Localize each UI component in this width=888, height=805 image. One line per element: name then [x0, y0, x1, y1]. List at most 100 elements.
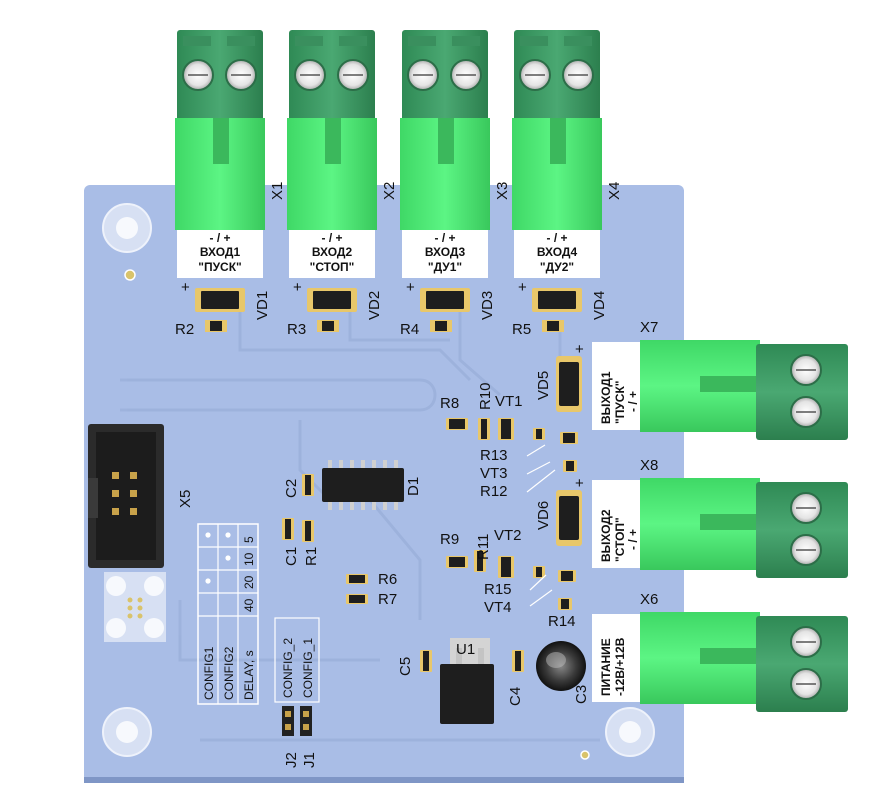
- output-ref: X6: [640, 591, 658, 608]
- screw-icon[interactable]: [790, 534, 822, 566]
- r9-body: [446, 556, 468, 568]
- resistor-ref: R2: [175, 321, 194, 338]
- jumper-config2-label: CONFIG_2: [281, 638, 295, 698]
- vt4-ref: VT4: [484, 599, 512, 616]
- input-polarity: - / +: [209, 231, 230, 245]
- vt2-ref: VT2: [494, 527, 522, 544]
- input-terminal-4[interactable]: - / +ВХОД4"ДУ2"X4: [512, 30, 623, 278]
- r1-ref: R1: [303, 547, 320, 566]
- r11-body: [474, 550, 486, 572]
- vt4-body: [558, 570, 576, 582]
- screw-icon[interactable]: [225, 59, 257, 91]
- input-label-plate: [402, 230, 488, 278]
- mount-hole: [102, 203, 152, 253]
- input-polarity: - / +: [434, 231, 455, 245]
- config-row-1: CONFIG1: [202, 646, 216, 700]
- c5-body: [420, 650, 432, 672]
- mount-hole: [102, 707, 152, 757]
- vt1-body: [498, 418, 514, 440]
- input-mode: "ДУ2": [540, 260, 574, 274]
- c1-ref: C1: [283, 547, 300, 566]
- output-name: ПИТАНИЕ: [599, 638, 613, 696]
- leader-lines: [526, 444, 556, 607]
- screw-icon[interactable]: [790, 668, 822, 700]
- input-name: ВХОД1: [200, 245, 241, 259]
- vt2-body: [498, 556, 514, 578]
- output-name: ВЫХОД1: [599, 371, 613, 424]
- smd-components: [282, 418, 578, 672]
- resistor-ref: R4: [400, 321, 419, 338]
- input-name: ВХОД3: [425, 245, 466, 259]
- resistor-ref: R3: [287, 321, 306, 338]
- screw-icon[interactable]: [450, 59, 482, 91]
- output-terminal-1[interactable]: ВЫХОД1"ПУСК"- / + X7: [592, 319, 848, 440]
- jumper-j2[interactable]: [282, 706, 294, 736]
- screw-icon[interactable]: [562, 59, 594, 91]
- input-mode: "ДУ1": [428, 260, 462, 274]
- r14-body: [558, 598, 572, 610]
- r11-ref: R11: [475, 534, 492, 560]
- input-polarity: - / +: [321, 231, 342, 245]
- screw-icon[interactable]: [519, 59, 551, 91]
- pcb-board-edge: [84, 777, 684, 783]
- diode-plus: +: [181, 279, 190, 296]
- screw-icon[interactable]: [790, 354, 822, 386]
- jumper-j1[interactable]: [300, 706, 312, 736]
- input-polarity: - / +: [546, 231, 567, 245]
- input-ref: X1: [269, 182, 286, 200]
- input-terminal-3[interactable]: - / +ВХОД3"ДУ1"X3: [400, 30, 511, 278]
- d1-ref: D1: [405, 477, 422, 496]
- screw-icon[interactable]: [790, 626, 822, 658]
- vd5-plus: +: [575, 341, 584, 358]
- r12-body: [563, 460, 577, 472]
- vd5-diode: [556, 356, 582, 412]
- c4-body: [512, 650, 524, 672]
- screw-icon[interactable]: [337, 59, 369, 91]
- c5-ref: C5: [397, 657, 414, 676]
- r1-body: [302, 520, 314, 542]
- output-mode: "ПУСК": [613, 381, 627, 424]
- diode-ref: VD4: [591, 291, 608, 320]
- delay-value: 5: [242, 536, 256, 543]
- screw-icon[interactable]: [407, 59, 439, 91]
- r8-body: [446, 418, 468, 430]
- screw-icon[interactable]: [790, 492, 822, 524]
- jumper-config1-label: CONFIG_1: [301, 638, 315, 698]
- input-mode: "СТОП": [310, 260, 355, 274]
- diode-ref: VD1: [254, 291, 271, 320]
- r13-ref: R13: [480, 447, 508, 464]
- r7-body: [346, 594, 368, 604]
- vd6-plus: +: [575, 475, 584, 492]
- vd6-ref: VD6: [535, 501, 552, 530]
- delay-value: 20: [242, 575, 256, 589]
- jumper-label-frame: [274, 617, 320, 703]
- output-polarity: - / +: [626, 391, 640, 412]
- j2-ref: J2: [283, 752, 300, 768]
- diode-plus: +: [518, 279, 527, 296]
- config-row-3: DELAY, s: [242, 650, 256, 700]
- prog-pads: [104, 572, 166, 642]
- screw-icon[interactable]: [790, 396, 822, 428]
- output-terminal-2[interactable]: ВЫХОД2"СТОП"- / +X8: [592, 457, 848, 578]
- input-terminal-1[interactable]: - / +ВХОД1"ПУСК"X1: [175, 30, 286, 278]
- input-terminals: - / +ВХОД1"ПУСК"X1- / +ВХОД2"СТОП"X2- / …: [175, 30, 623, 278]
- d1-chip: [322, 460, 404, 510]
- diode-ref: VD3: [479, 291, 496, 320]
- c4-ref: C4: [507, 687, 524, 706]
- diode-plus: +: [293, 279, 302, 296]
- screw-icon[interactable]: [294, 59, 326, 91]
- input-terminal-2[interactable]: - / +ВХОД2"СТОП"X2: [287, 30, 398, 278]
- x5-header: [88, 424, 164, 568]
- c3-capacitor: [536, 641, 586, 691]
- screw-icon[interactable]: [182, 59, 214, 91]
- input-name: ВХОД2: [312, 245, 353, 259]
- output-ref: X7: [640, 319, 658, 336]
- mount-hole: [605, 707, 655, 757]
- resistor-ref: R5: [512, 321, 531, 338]
